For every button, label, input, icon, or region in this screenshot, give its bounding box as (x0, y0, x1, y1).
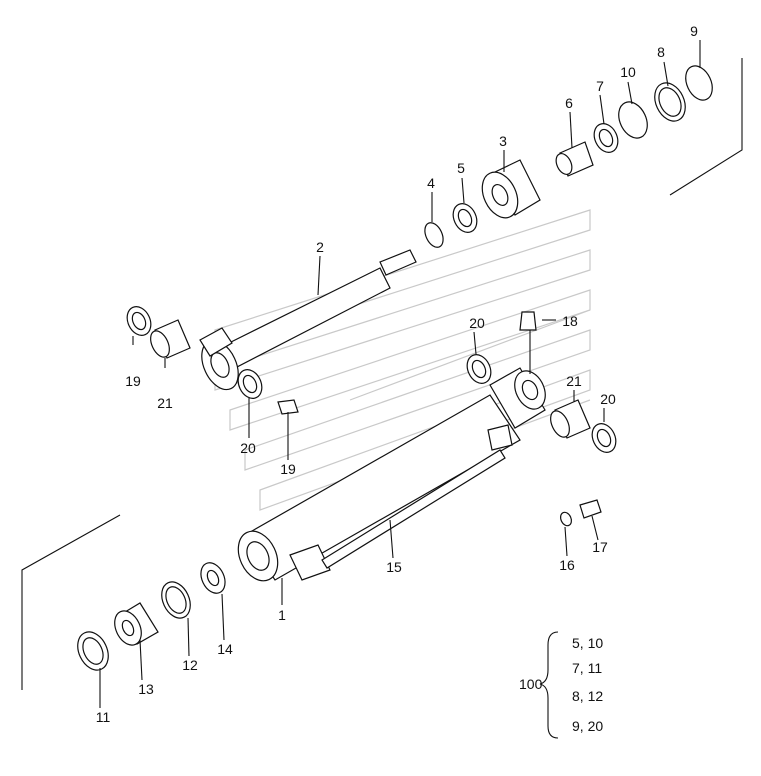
part-1-cylinder-tube (237, 367, 546, 582)
part-12-ring (161, 581, 191, 619)
section-frame-lower (21, 514, 121, 690)
callout-13: 13 (138, 681, 154, 697)
part-5-seal (452, 203, 478, 233)
callout-2: 2 (316, 239, 324, 255)
callout-11: 11 (96, 709, 111, 725)
part-11-seal (77, 631, 109, 671)
part-9-ring (685, 65, 713, 101)
part-3-rod-cover (481, 159, 541, 219)
callout-18: 18 (562, 313, 578, 329)
kit-group-3: 8, 12 (572, 688, 603, 704)
part-2-piston-rod (199, 249, 417, 391)
callout-19: 19 (280, 461, 296, 477)
callout-14: 14 (217, 641, 233, 657)
part-20-dust-seal-right (591, 423, 617, 453)
callout-4: 4 (427, 175, 435, 191)
part-14-nut (200, 562, 226, 594)
part-20-dust-seal-left-lower (237, 369, 263, 399)
kit-group-4: 9, 20 (572, 718, 603, 734)
callout-17: 17 (592, 539, 608, 555)
kit-group-2: 7, 11 (572, 660, 602, 676)
callout-7: 7 (596, 78, 604, 94)
callout-9: 9 (690, 23, 698, 39)
callout-1: 1 (278, 607, 286, 623)
part-16-washer (559, 511, 573, 527)
part-callouts: 9 8 10 7 6 3 5 4 2 18 20 21 20 19 21 20 … (96, 23, 698, 725)
part-4-snap-ring (424, 222, 444, 248)
part-21-bushing-right (550, 399, 591, 439)
callout-16: 16 (559, 557, 575, 573)
part-21-bushing-left (150, 319, 191, 359)
leader-lines (99, 40, 701, 739)
callout-20-right: 20 (600, 391, 616, 407)
part-17-bolt (579, 499, 602, 519)
callout-5: 5 (457, 160, 465, 176)
callout-12: 12 (182, 657, 198, 673)
kit-breakdown: 100 5, 10 7, 11 8, 12 9, 20 (519, 635, 603, 734)
callout-15: 15 (386, 559, 402, 575)
callout-21-right: 21 (566, 373, 582, 389)
part-10-ring (618, 101, 648, 139)
kit-group-1: 5, 10 (572, 635, 603, 651)
callout-6: 6 (565, 95, 573, 111)
callout-3: 3 (499, 133, 507, 149)
part-6-bushing (555, 141, 594, 177)
section-frame-upper (669, 58, 743, 196)
part-18-grease-fitting (519, 311, 537, 331)
part-7-seal (593, 123, 619, 153)
kit-label: 100 (519, 676, 543, 692)
callout-8: 8 (657, 44, 665, 60)
callout-10: 10 (620, 64, 636, 80)
callout-20-left-upper: 19 (125, 373, 141, 389)
part-20-dust-seal-left-upper (126, 306, 152, 336)
callout-20-left-lower: 20 (240, 440, 256, 456)
callout-21-left: 21 (157, 395, 173, 411)
callout-20-center: 20 (469, 315, 485, 331)
part-19-grease-fitting (277, 399, 299, 415)
part-13-piston (114, 602, 159, 646)
part-20-dust-seal-center (466, 354, 492, 384)
part-15-pipe (321, 424, 513, 569)
part-8-ring (654, 82, 686, 122)
